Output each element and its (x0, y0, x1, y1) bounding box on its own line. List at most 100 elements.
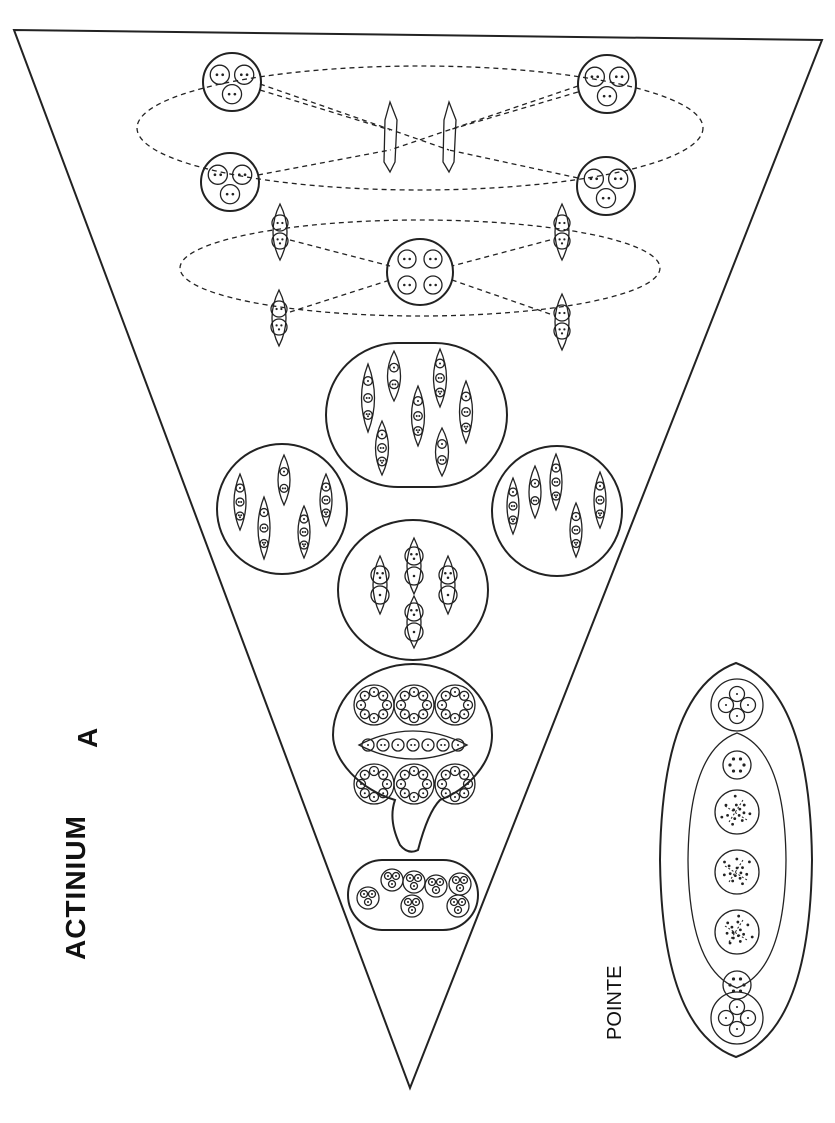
cell (461, 422, 471, 433)
nucleus-dot (457, 909, 459, 911)
cell (209, 64, 231, 85)
chromatin-dot (727, 864, 731, 868)
right-circle-stage (491, 445, 623, 577)
nucleus-dot (284, 487, 287, 490)
nucleus-dot (735, 1005, 739, 1009)
nucleus-dot (465, 395, 467, 398)
nucleus-dot (444, 792, 447, 795)
left-circle-stage (216, 443, 348, 575)
chromatin-dot (728, 872, 732, 876)
chromatin-dot (726, 813, 729, 817)
nucleus-dot (596, 75, 600, 79)
nucleus-dot (439, 459, 442, 461)
cell (431, 885, 441, 895)
nucleus-dot (467, 704, 469, 706)
cell (437, 455, 447, 465)
cell (571, 511, 581, 522)
nucleus-dot (613, 177, 617, 181)
cell (459, 875, 469, 885)
nucleus-dot (444, 713, 447, 716)
nucleus-dot (510, 505, 513, 507)
nucleus-dot (413, 770, 415, 772)
nucleus-dot (600, 499, 603, 501)
cell (271, 214, 289, 232)
chromatin-dot (742, 803, 746, 807)
cell (413, 396, 423, 406)
pointe-cell (722, 750, 752, 780)
cell (595, 187, 617, 209)
cell (270, 300, 288, 318)
nucleus-dot (380, 744, 383, 746)
chromatin-dot (731, 977, 736, 981)
nucleus-dot (589, 177, 593, 181)
nucleus-dot (303, 545, 305, 548)
chromatin-dot (741, 882, 744, 886)
chromatin-dot (738, 989, 743, 993)
chromatin-dot (733, 874, 737, 878)
nucleus-dot (381, 461, 383, 464)
cell (459, 769, 470, 780)
cell (596, 85, 618, 107)
spindle-capsule (386, 349, 402, 403)
nucleus-dot (400, 704, 402, 706)
dashed-orbit (136, 65, 704, 191)
nucleus-dot (556, 494, 559, 497)
nucleus-dot (558, 238, 561, 241)
nucleus-dot (278, 242, 282, 245)
nucleus-dot (382, 773, 385, 776)
cell (438, 585, 458, 605)
nucleus-dot (461, 901, 463, 903)
chromatin-dot (730, 925, 734, 929)
cell (259, 523, 269, 533)
cone-outline (12, 28, 824, 1091)
cell (457, 897, 467, 907)
cell (368, 686, 380, 698)
nucleus-dot (422, 773, 425, 776)
nucleus-dot (535, 499, 538, 502)
cell (355, 778, 367, 790)
cell (378, 709, 389, 720)
cell (271, 232, 289, 250)
nucleus-dot (597, 512, 600, 515)
nucleus-dot (304, 543, 307, 546)
cell (355, 699, 367, 711)
cell (235, 483, 245, 493)
nucleus-dot (553, 494, 556, 497)
dashed-link (289, 239, 391, 267)
nucleus-dot (381, 571, 384, 575)
nucleus-dot (403, 792, 406, 795)
cell (583, 168, 605, 189)
nucleus-dot (437, 390, 440, 393)
nucleus-dot (387, 875, 389, 877)
nucleus-dot (415, 608, 418, 612)
chromatin-dot (736, 920, 740, 924)
nucleus-dot (227, 92, 231, 96)
cell (413, 411, 423, 421)
nucleus-dot (417, 877, 419, 879)
dashed-link (448, 91, 579, 131)
nucleus-dot (360, 783, 362, 785)
nucleus-dot (325, 486, 327, 488)
spindle-capsule (440, 554, 456, 616)
cell (207, 164, 229, 185)
cell (459, 788, 470, 799)
nucleus-dot (441, 783, 443, 785)
nucleus-dot (439, 392, 441, 395)
chromatin-dot (731, 879, 735, 883)
cell (299, 527, 309, 537)
cell (728, 1020, 746, 1038)
nucleus-dot (280, 324, 283, 327)
cell (461, 391, 471, 402)
nucleus-dot (400, 783, 402, 785)
nucleus-dot (326, 511, 329, 514)
spindle-capsule (257, 495, 271, 561)
cell (551, 491, 561, 501)
spindle-capsule (528, 464, 542, 520)
chromatin-dot (738, 940, 742, 943)
cell (361, 738, 375, 752)
cell (391, 738, 405, 752)
cell (378, 690, 389, 701)
cell (459, 690, 470, 701)
nucleus-dot (513, 518, 516, 521)
nucleus-dot (363, 773, 366, 776)
